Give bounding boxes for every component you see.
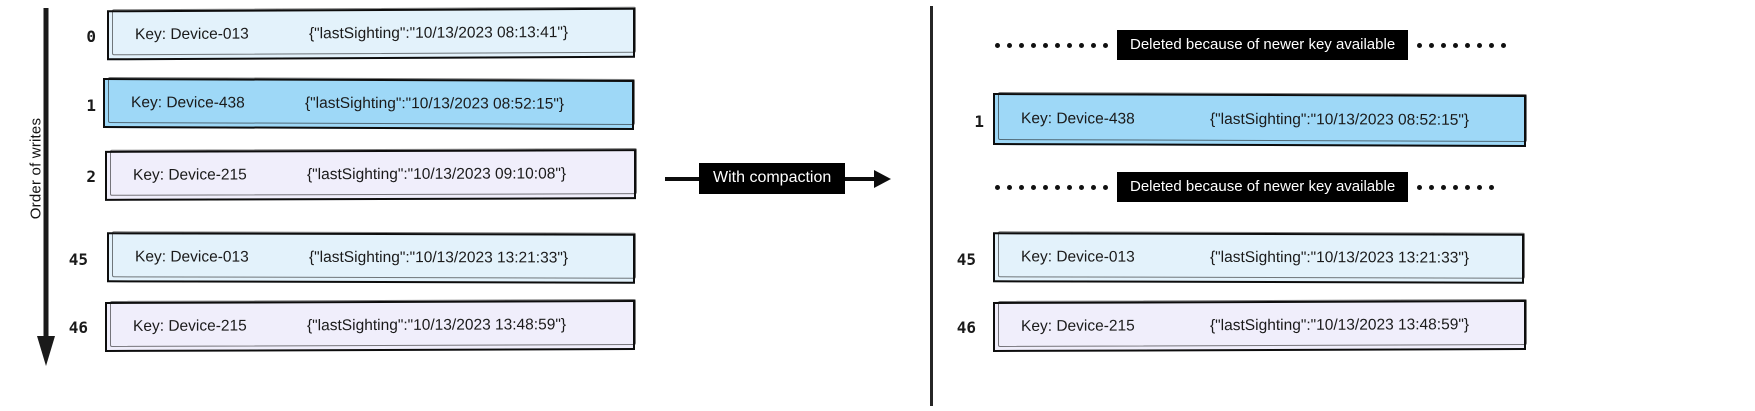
record-value: {"lastSighting":"10/13/2023 08:52:15"}: [305, 94, 565, 113]
record-value: {"lastSighting":"10/13/2023 13:21:33"}: [309, 248, 569, 267]
row-index: 45: [68, 250, 88, 269]
row-index: 1: [86, 96, 96, 115]
with-compaction-arrow: With compaction: [665, 163, 892, 194]
record-box[interactable]: Key: Device-215 {"lastSighting":"10/13/2…: [105, 149, 636, 201]
deleted-banner: Deleted because of newer key available: [995, 30, 1507, 61]
record-key: Key: Device-438: [1021, 110, 1135, 128]
record-key: Key: Device-215: [133, 166, 247, 184]
record-value: {"lastSighting":"10/13/2023 13:48:59"}: [307, 316, 567, 335]
deleted-label: Deleted because of newer key available: [1117, 30, 1409, 61]
record-value: {"lastSighting":"10/13/2023 09:10:08"}: [307, 165, 567, 184]
deleted-banner: Deleted because of newer key available: [995, 172, 1495, 203]
record-value: {"lastSighting":"10/13/2023 13:48:59"}: [1210, 316, 1470, 335]
record-value: {"lastSighting":"10/13/2023 08:52:15"}: [1210, 110, 1470, 129]
record-box[interactable]: Key: Device-013 {"lastSighting":"10/13/2…: [993, 232, 1524, 284]
dotted-line-left: [995, 42, 1108, 48]
row-index: 0: [86, 27, 96, 46]
record-key: Key: Device-013: [135, 248, 249, 266]
row-index: 45: [956, 250, 976, 269]
row-index: 46: [68, 318, 88, 337]
dotted-line-left: [995, 184, 1108, 190]
deleted-label: Deleted because of newer key available: [1117, 172, 1409, 203]
record-box[interactable]: Key: Device-438 {"lastSighting":"10/13/2…: [103, 77, 634, 131]
record-key: Key: Device-013: [1021, 248, 1135, 266]
record-key: Key: Device-215: [133, 317, 247, 335]
panel-divider: [930, 6, 933, 406]
record-box[interactable]: Key: Device-215 {"lastSighting":"10/13/2…: [105, 299, 635, 353]
record-value: {"lastSighting":"10/13/2023 08:13:41"}: [309, 24, 569, 43]
record-box[interactable]: Key: Device-013 {"lastSighting":"10/13/2…: [107, 7, 635, 61]
dotted-line-right: [1417, 184, 1495, 190]
record-box[interactable]: Key: Device-215 {"lastSighting":"10/13/2…: [993, 299, 1526, 353]
record-key: Key: Device-215: [1021, 317, 1135, 335]
right-arrow-icon: [874, 169, 892, 188]
row-index: 2: [86, 167, 96, 186]
record-key: Key: Device-013: [135, 25, 249, 44]
record-value: {"lastSighting":"10/13/2023 13:21:33"}: [1210, 248, 1470, 267]
record-key: Key: Device-438: [131, 94, 245, 112]
record-box[interactable]: Key: Device-438 {"lastSighting":"10/13/2…: [993, 92, 1526, 148]
record-box[interactable]: Key: Device-013 {"lastSighting":"10/13/2…: [107, 232, 635, 284]
row-index: 1: [974, 112, 984, 131]
with-compaction-label: With compaction: [699, 163, 846, 194]
arrow-shaft: [845, 176, 876, 181]
dotted-line-right: [1417, 42, 1507, 48]
arrow-tail: [665, 176, 699, 181]
down-arrow-icon: [37, 8, 55, 366]
row-index: 46: [956, 318, 976, 337]
